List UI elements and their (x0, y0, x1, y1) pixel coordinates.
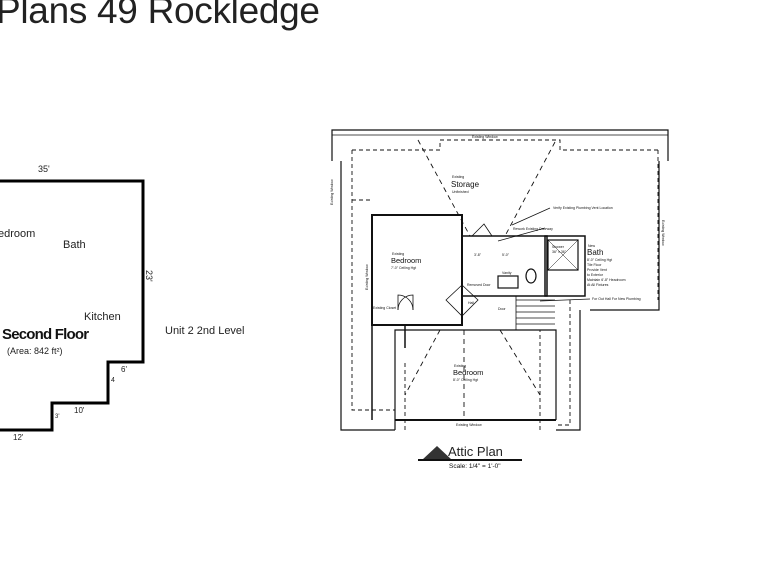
area-label: (Area: 842 ft²) (7, 346, 63, 356)
attic-bottom-dormer (394, 329, 557, 430)
dim-step-small: 3' (55, 414, 59, 420)
dim-top: 35' (38, 164, 50, 174)
leader-cut (539, 298, 591, 302)
bath-note-5: Maintain 6'-8" Headroom (587, 278, 626, 282)
bath-note-4: to Exterior (587, 273, 604, 277)
removed-door-label: Removed Door (467, 283, 491, 287)
attic-right-wall (556, 310, 581, 431)
knee-walls (351, 139, 659, 430)
bedroom1-sub: 7'-0" Ceiling Hgt (391, 266, 416, 270)
plan-title-mark (422, 446, 452, 460)
leader-doorway (497, 227, 546, 242)
storage-prefix: Existing (452, 175, 464, 179)
attic-outer-top (331, 129, 669, 161)
bath-note-3: Provide Vent (587, 268, 607, 272)
note-doorway: Rework Existing Doorway (513, 227, 553, 231)
door-swings (397, 223, 493, 317)
hall-label: Hall (468, 301, 474, 305)
attic-left-window-label: Existing Window (330, 179, 334, 205)
attic-outer-right (590, 161, 660, 311)
dim-step-bottom: 10' (74, 406, 85, 415)
shower-label: Shower (552, 245, 565, 249)
attic-plan (331, 129, 669, 461)
dim-b: 5'-0" (502, 253, 510, 257)
dim-step-right: 6' (121, 365, 127, 374)
attic-bottom-window-label: Existing Window (456, 423, 482, 427)
room-bedroom-label: edroom (0, 228, 35, 240)
attic-scale: Scale: 1/4" = 1'-0" (449, 463, 501, 470)
bedroom1-prefix: Existing (392, 252, 404, 256)
storage-sub: Unfinished (452, 190, 469, 194)
bath-note-6: At All Fixtures (587, 283, 609, 287)
attic-top-window-label: Existing Window (472, 135, 498, 139)
wc-fixture (525, 268, 537, 284)
second-floor-plan (0, 179, 145, 432)
attic-plan-title: Attic Plan (448, 444, 503, 459)
bedroom2-label: Bedroom (453, 368, 483, 377)
room-bath-label: Bath (63, 239, 86, 251)
shower-fixture (547, 239, 579, 271)
page-title: Plans 49 Rockledge (0, 0, 320, 31)
dim-right: 23' (144, 270, 154, 282)
bath-label: Bath (587, 248, 603, 257)
bath-note-1: 8'-0" Ceiling Hgt (587, 258, 612, 262)
bedroom2-sub: 8'-0" Ceiling Hgt (453, 378, 478, 382)
bath-note-2: Tile Floor (587, 263, 602, 267)
bath-walls (544, 235, 586, 297)
room-kitchen-label: Kitchen (84, 311, 121, 323)
attic-right-window-label: Existing Window (661, 220, 665, 246)
attic-outer-left (340, 161, 395, 431)
dim-a: 3'-8" (474, 253, 482, 257)
dim-bottom: 12' (13, 433, 24, 442)
attic-leftlow-window-label: Existing Window (365, 264, 369, 290)
floor-label: Second Floor (2, 326, 89, 343)
closet-label: Existing Closet (373, 306, 396, 310)
second-floor-outline (0, 179, 145, 432)
unit-label: Unit 2 2nd Level (165, 325, 245, 337)
hall-walls (461, 235, 548, 297)
note-vent: Verify Existing Plumbing Vent Location (553, 206, 613, 210)
vanity-fixture (497, 275, 519, 289)
storage-label: Storage (451, 180, 480, 189)
leader-vent (511, 207, 551, 226)
stairs (515, 296, 555, 330)
hip-lines (404, 139, 556, 420)
shower-size: 36" x 36" (552, 250, 567, 254)
hall-door-label: Door (498, 307, 506, 311)
note-cut: For Out Hall For New Plumbing (592, 297, 641, 301)
dim-step-mid: 4 (111, 377, 115, 384)
vanity-label: Vanity (502, 271, 512, 275)
bedroom1-label: Bedroom (391, 256, 421, 265)
bedroom2-prefix: Existing (454, 364, 466, 368)
bath-prefix: New (588, 244, 595, 248)
